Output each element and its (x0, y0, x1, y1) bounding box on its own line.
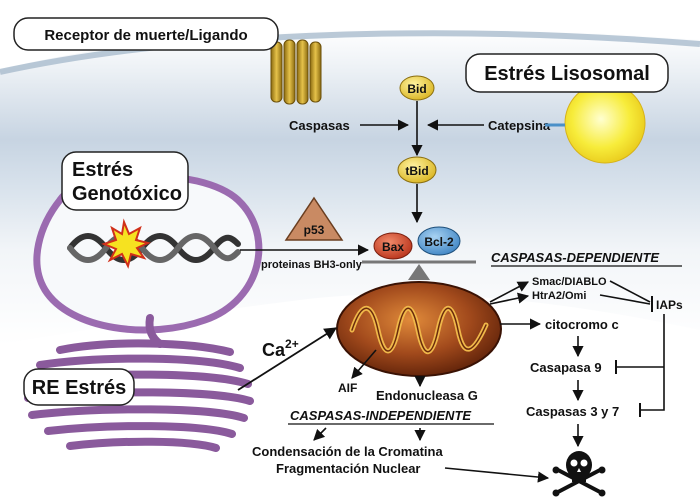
p53-label: p53 (304, 223, 325, 237)
bcl2-label: Bcl-2 (424, 235, 454, 249)
tbid-node (397, 156, 437, 184)
p53-node (284, 196, 344, 241)
arrow-mito-to-aif (351, 349, 377, 379)
er-stress-label: RE Estrés (32, 377, 127, 399)
caspase-independent-heading: CASPASAS-INDEPENDIENTE (290, 408, 471, 423)
aif-label: AIF (338, 381, 357, 395)
inhibit-smac-iaps (609, 280, 651, 303)
endonuclease-label: Endonucleasa G (376, 388, 478, 403)
caspasas-label: Caspasas (289, 118, 350, 133)
casp37-label: Caspasas 3 y 7 (526, 404, 619, 419)
arrow-aif-to-chromatin (313, 427, 327, 441)
cytochrome-label: citocromo c (545, 317, 619, 332)
arrow-er-to-mitochondria (237, 327, 338, 391)
lysosomal-stress-label: Estrés Lisosomal (484, 63, 650, 85)
genotoxic-stress-label-line1: Estrés (72, 159, 133, 181)
chromatin-label: Condensación de la Cromatina (252, 444, 443, 459)
htra2-label: HtrA2/Omi (532, 290, 586, 302)
iaps-inhibit-casp37 (640, 314, 665, 411)
arrow-fragmentation-to-death (444, 467, 550, 483)
fragmentation-label: Fragmentación Nuclear (276, 461, 421, 476)
catepsina-label: Catepsina (488, 118, 551, 133)
cell-membrane-line (0, 30, 700, 75)
iaps-label: IAPs (656, 298, 683, 312)
skull-crossbones-icon (552, 451, 606, 497)
arrow-mito-to-smac (489, 281, 529, 303)
balance-fulcrum (408, 264, 430, 280)
mitochondrion-icon (336, 281, 502, 377)
genotoxic-stress-label-line2: Genotóxico (72, 183, 182, 205)
tbid-label: tBid (405, 164, 428, 178)
smac-label: Smac/DIABLO (532, 276, 607, 288)
bax-label: Bax (382, 240, 404, 254)
calcium-label: Ca2+ (262, 337, 299, 360)
bcl2-node (417, 226, 461, 256)
dna-damage-burst-icon (101, 218, 152, 269)
caspase-dependent-heading: CASPASAS-DEPENDIENTE (491, 250, 659, 265)
bid-node (399, 75, 435, 101)
bid-label: Bid (407, 82, 426, 96)
bax-node (373, 232, 413, 260)
death-receptor-label: Receptor de muerte/Ligando (44, 27, 247, 44)
bh3-label: proteinas BH3-only (261, 259, 363, 271)
arrow-mito-to-htra2 (489, 292, 530, 305)
inhibit-htra2-iaps (599, 294, 651, 305)
lysosome-icon (564, 82, 646, 164)
casp9-label: Casapasa 9 (530, 360, 602, 375)
